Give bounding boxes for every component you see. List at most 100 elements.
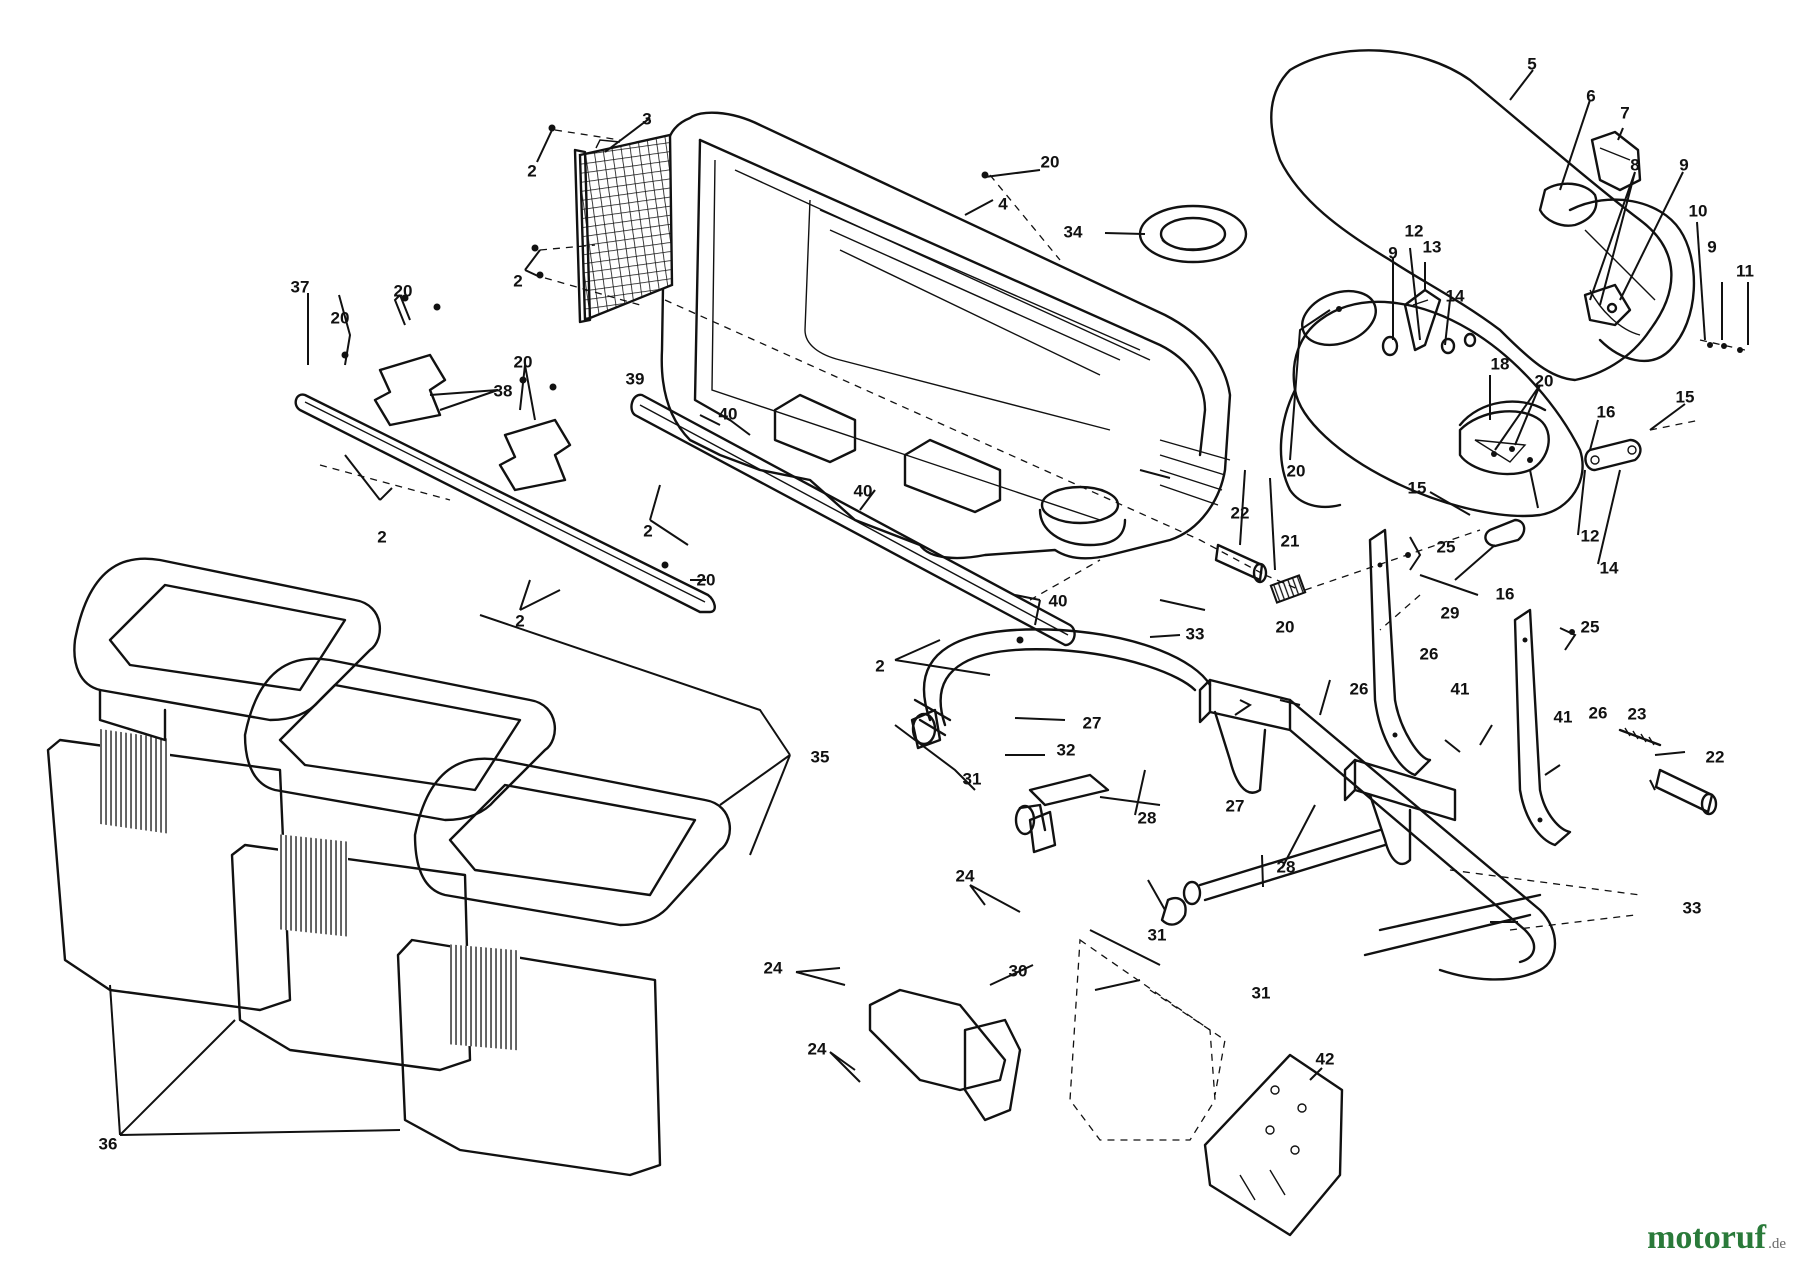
label-7: 7 [1620,103,1629,122]
bag-housing [660,111,1232,560]
label-38: 38 [494,381,513,400]
chute-bracket-18 [1458,400,1547,463]
mesh-screen [573,133,674,324]
bag-tray-right [413,757,732,927]
assembly-lines [319,129,1746,931]
label-33: 33 [1683,898,1702,917]
bag-frame-left [46,729,292,1012]
mount-plate [1069,938,1226,1141]
label-6: 6 [1586,86,1595,105]
label-21: 21 [1281,531,1300,550]
label-31: 31 [1148,925,1167,944]
part-6 [1538,182,1598,227]
bag-tray-mid [243,657,557,822]
label-24: 24 [956,866,975,885]
label-28: 28 [1277,857,1296,876]
label-2: 2 [513,271,522,290]
label-27: 27 [1226,796,1245,815]
label-2: 2 [377,527,386,546]
label-28: 28 [1138,808,1157,827]
label-35: 35 [811,747,830,766]
label-26: 26 [1350,679,1369,698]
label-22: 22 [1706,747,1725,766]
wheel-31a [910,708,942,750]
plate-42 [1203,1053,1344,1237]
label-41: 41 [1554,707,1573,726]
label-12: 12 [1581,526,1600,545]
label-5: 5 [1527,54,1536,73]
label-9: 9 [1679,155,1688,174]
cap-34 [1138,204,1248,264]
label-42: 42 [1316,1049,1335,1068]
clip-38a [373,353,447,427]
label-22: 22 [1231,503,1250,522]
label-20: 20 [1287,461,1306,480]
bag-frame-right [396,938,662,1177]
label-20: 20 [1041,152,1060,171]
label-20: 20 [514,352,533,371]
part-7 [1590,130,1642,192]
fasteners [341,124,1743,644]
watermark-tld: .de [1768,1236,1786,1252]
label-9: 9 [1707,237,1716,256]
label-11: 11 [1736,261,1754,280]
bag-frame-mid [230,834,472,1072]
tube-22b [1654,768,1718,816]
label-36: 36 [99,1134,118,1153]
label-31: 31 [963,769,982,788]
leader-lines [109,69,1749,1136]
label-39: 39 [626,369,645,388]
label-26: 26 [1420,644,1439,663]
watermark-logo: motoruf.de [1647,1219,1786,1257]
label-33: 33 [1186,624,1205,643]
label-20: 20 [697,570,716,589]
spring-23 [1618,727,1662,747]
label-20: 20 [1276,617,1295,636]
label-9: 9 [1388,243,1397,262]
frame-32 [913,628,1557,981]
label-2: 2 [643,521,652,540]
label-13: 13 [1423,237,1442,256]
plate-39 [630,393,1076,647]
label-24: 24 [764,958,783,977]
bracket-29b [1513,608,1572,847]
wheel-31c [1160,896,1187,926]
label-20: 20 [394,281,413,300]
label-2: 2 [527,161,536,180]
label-34: 34 [1064,222,1083,241]
label-41: 41 [1451,679,1470,698]
label-20: 20 [1535,371,1554,390]
label-16: 16 [1597,402,1616,421]
label-16: 16 [1496,584,1515,603]
discharge-chute [1270,49,1696,518]
handle-8 [1583,283,1632,327]
label-30: 30 [1009,961,1028,980]
plate-37 [294,393,716,614]
label-37: 37 [291,277,310,296]
link-16b [1484,518,1526,548]
label-40: 40 [1049,591,1068,610]
label-18: 18 [1491,354,1510,373]
label-40: 40 [854,481,873,500]
label-8: 8 [1630,155,1639,174]
label-25: 25 [1437,537,1456,556]
label-31: 31 [1252,983,1271,1002]
label-2: 2 [515,611,524,630]
bracket-30 [868,988,1022,1122]
label-14: 14 [1446,286,1465,305]
tube-22a [1214,543,1268,584]
watermark-brand-b: ruf [1720,1219,1767,1256]
label-10: 10 [1689,201,1708,220]
label-23: 23 [1628,704,1647,723]
label-24: 24 [808,1039,827,1058]
label-32: 32 [1057,740,1076,759]
callout-labels: 2 2 2 2 2 2 3 4 5 6 7 8 9 9 9 10 11 12 1… [99,54,1754,1153]
label-15: 15 [1676,387,1695,406]
wheel-31b [1014,803,1057,854]
label-12: 12 [1405,221,1424,240]
label-15: 15 [1408,478,1427,497]
label-25: 25 [1581,617,1600,636]
label-26: 26 [1589,703,1608,722]
label-27: 27 [1083,713,1102,732]
